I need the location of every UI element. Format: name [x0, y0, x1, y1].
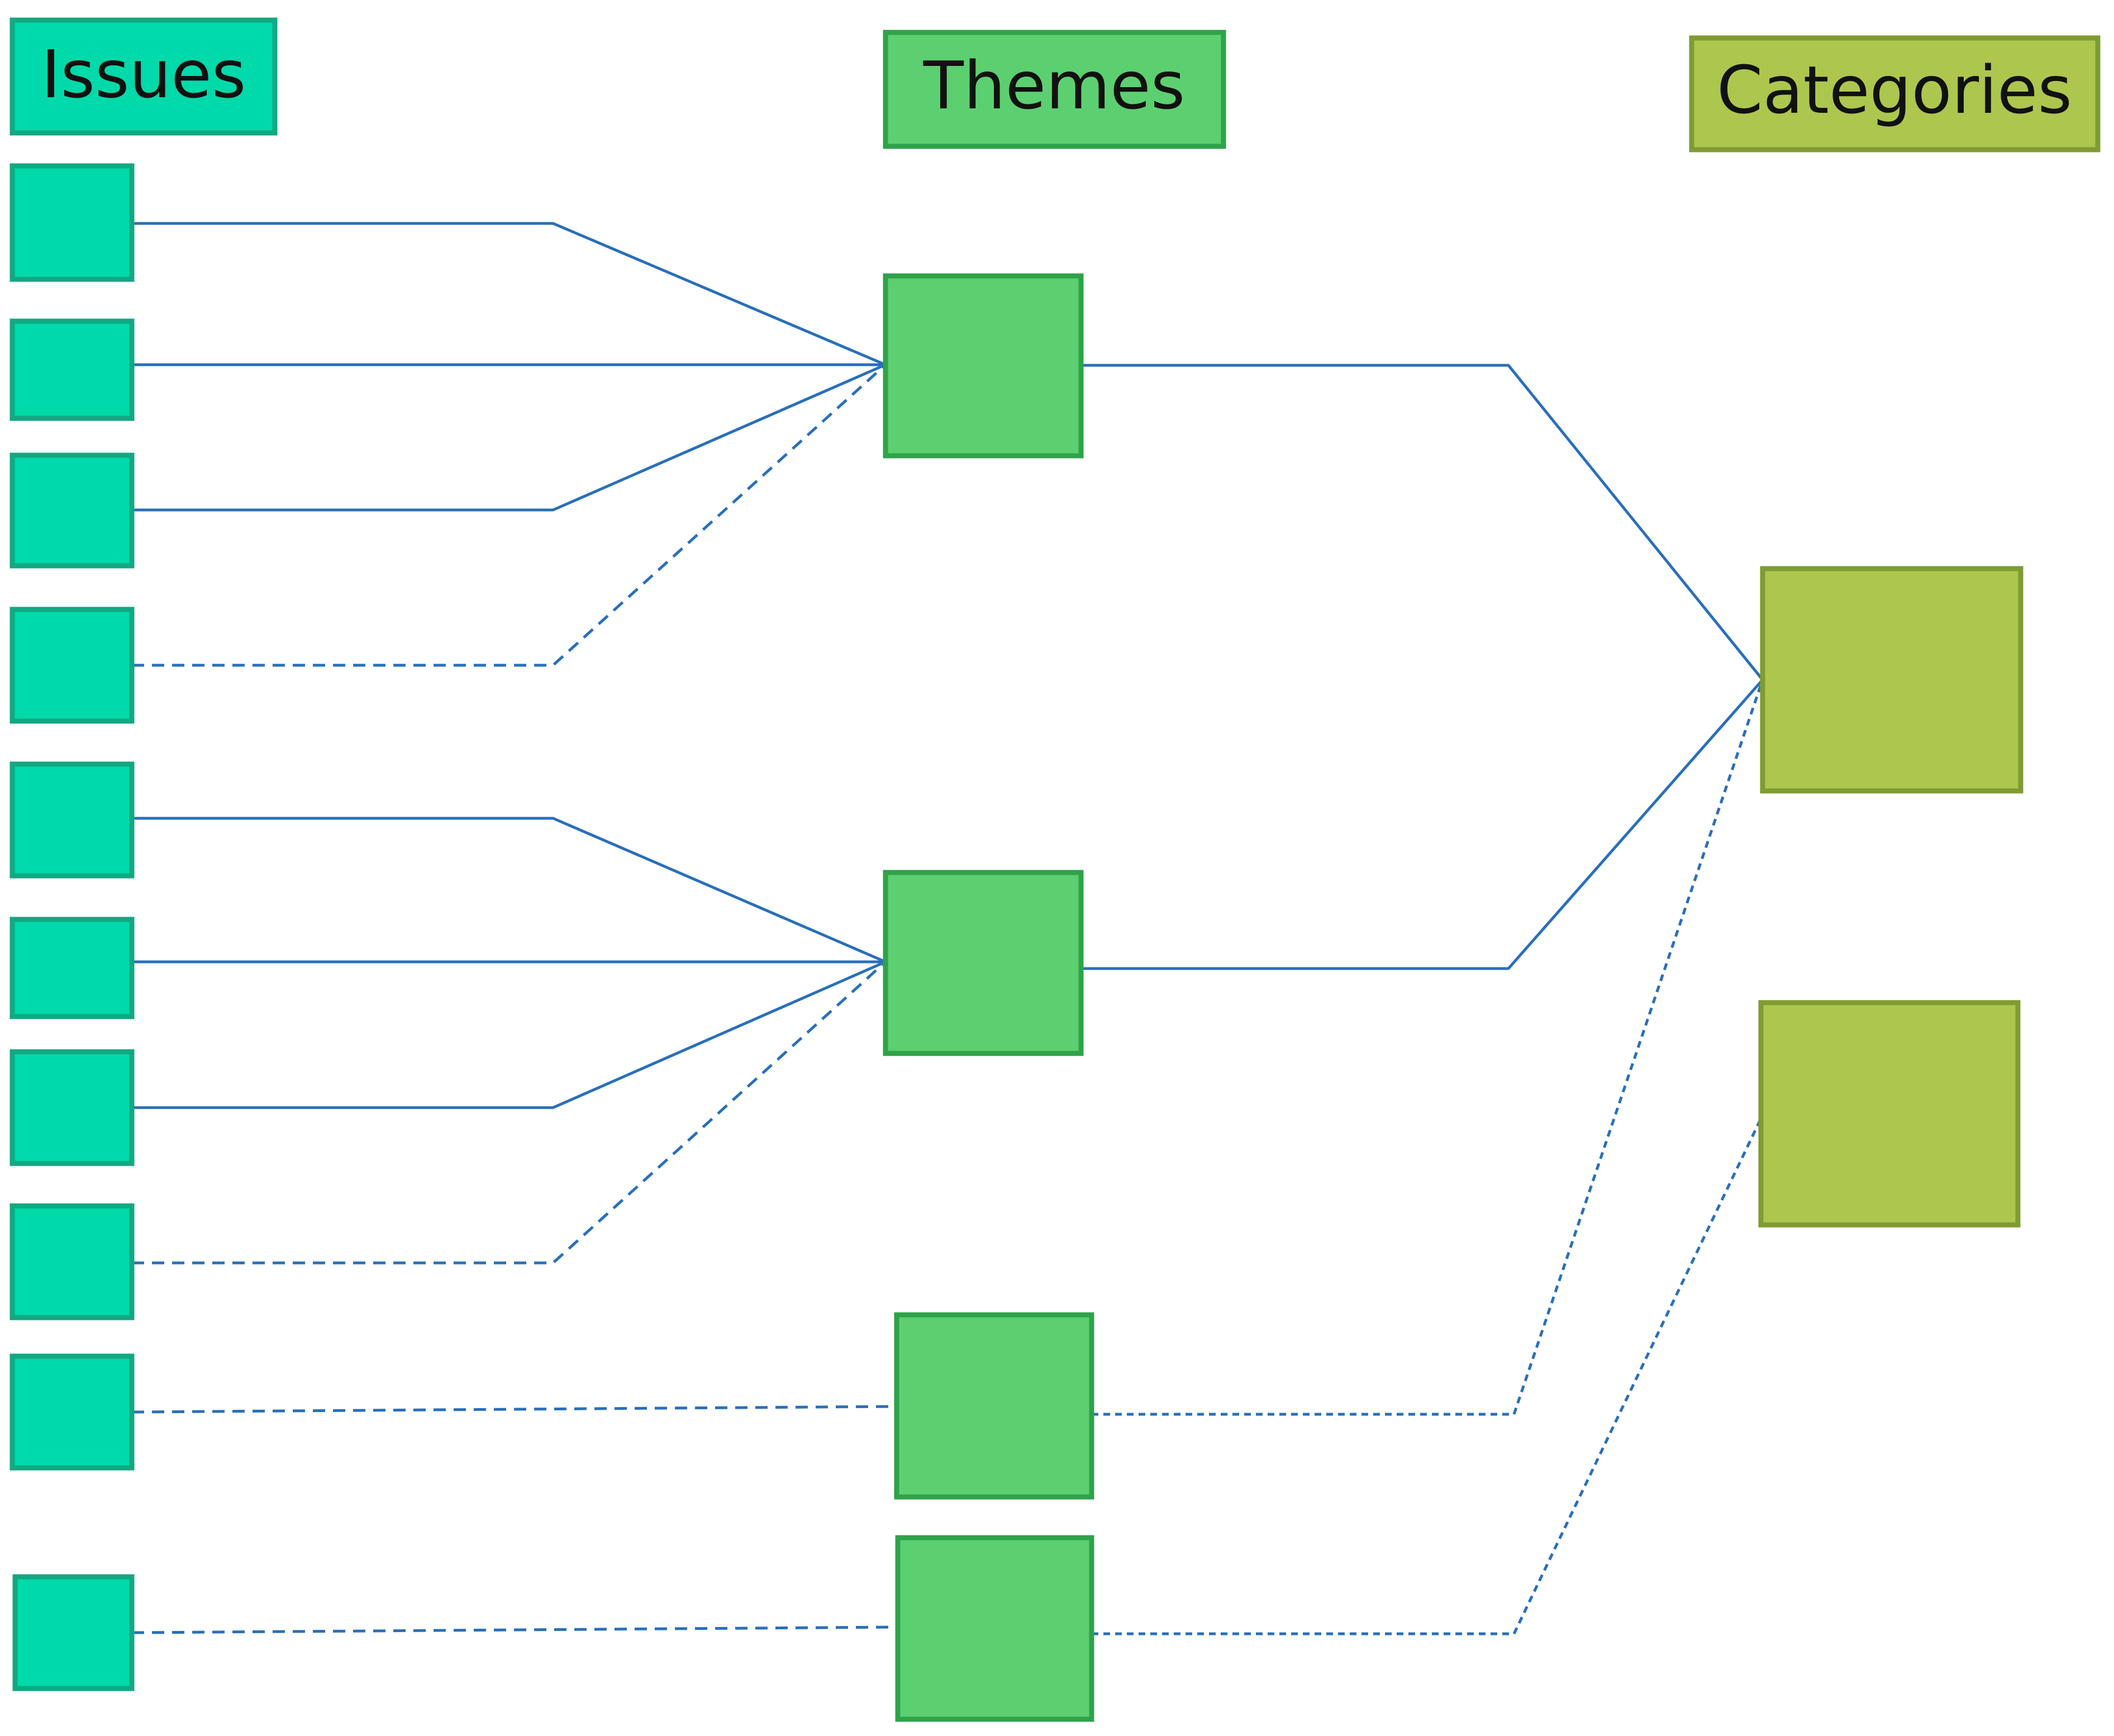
connector-t2-to-c1 [1081, 679, 1764, 970]
issue-node-9 [9, 1353, 135, 1471]
theme-node-1 [883, 273, 1084, 459]
connector-t1-to-c1 [1081, 364, 1764, 681]
theme-column [883, 273, 1094, 1722]
category-node-1 [1760, 566, 2023, 794]
issue-node-7 [9, 1049, 135, 1166]
issues-header-box [9, 17, 278, 136]
connector-i1-to-t1 [132, 222, 886, 366]
issue-node-6 [9, 917, 135, 1019]
connector-t4-to-c2 [1092, 1110, 1766, 1635]
issue-node-4 [9, 607, 135, 724]
issue-node-2 [9, 318, 135, 421]
issue-node-10 [12, 1574, 135, 1691]
themes-header-label: Themes [923, 47, 1185, 124]
connector-i10-to-t4 [131, 1625, 898, 1634]
categories-header-label: Categories [1717, 51, 2072, 128]
categories-header-box [1689, 35, 2101, 152]
theme-node-3 [894, 1312, 1094, 1500]
issue-node-3 [9, 452, 135, 569]
connector-i8-to-t2 [132, 961, 887, 1265]
issue-node-1 [9, 163, 135, 282]
theme-node-4 [895, 1535, 1094, 1722]
issues-header-label: Issues [41, 36, 246, 113]
connector-i4-to-t1 [132, 364, 887, 667]
categories-header: Categories [1689, 35, 2101, 152]
themes-header-box [883, 30, 1226, 149]
connector-i5-to-t2 [132, 817, 886, 964]
issue-column [9, 163, 135, 1691]
category-column [1758, 566, 2023, 1228]
connector-i9-to-t3 [131, 1405, 897, 1414]
connector-t3-to-c1 [1092, 679, 1764, 1416]
connector-i7-to-t2 [132, 960, 887, 1109]
connector-i3-to-t1 [132, 363, 887, 512]
issues-header: Issues [9, 17, 278, 136]
issue-node-5 [9, 761, 135, 879]
issue-node-8 [9, 1203, 135, 1320]
connector-layer [131, 222, 1766, 1635]
theme-node-2 [883, 870, 1084, 1056]
category-node-2 [1758, 1000, 2021, 1228]
themes-header: Themes [883, 30, 1226, 149]
